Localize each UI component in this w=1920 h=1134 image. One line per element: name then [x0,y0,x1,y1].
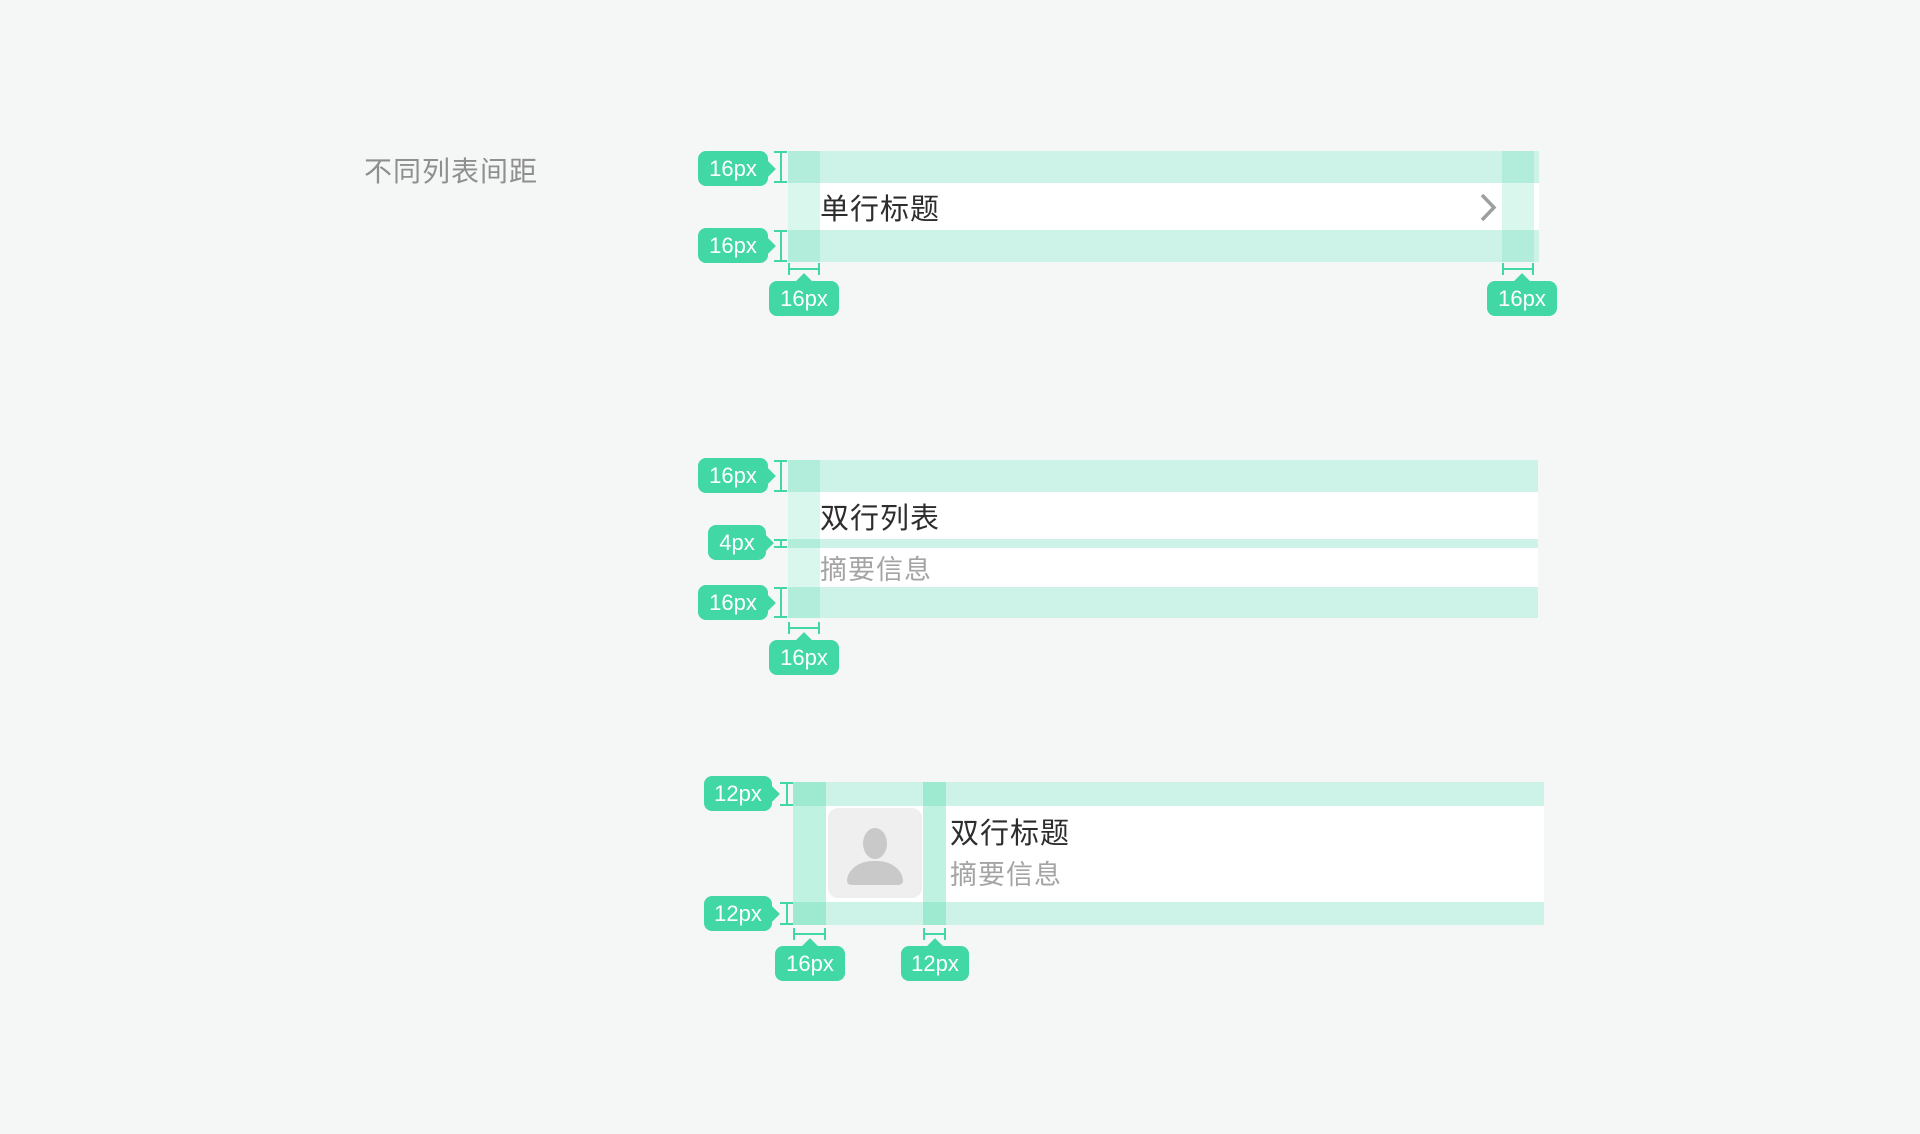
measurement-badge-bottom: 16px [698,228,776,263]
measurement-badge-top: 16px [698,458,776,493]
spacing-column-avatar-gap [923,782,946,925]
person-icon [863,828,887,859]
spacing-band-bottom [793,902,1544,925]
measurement-badge-avatar-gap: 12px [901,938,969,981]
measurement-badge-top: 16px [698,151,776,186]
badge-tail [756,592,776,613]
spacing-band-top [788,151,1539,183]
list-item-title-row: 双行列表 [788,492,1538,539]
badge-tail [754,532,774,553]
measurement-badge-left-margin: 16px [775,938,845,981]
measure-ruler-bottom [774,587,787,618]
badge-label: 4px [719,529,755,555]
list-item-title: 单行标题 [820,193,941,226]
measure-ruler-left-margin [788,263,820,275]
badge-tail [756,235,776,256]
badge-label: 12px [714,900,762,926]
measurement-badge-bottom: 16px [698,585,776,620]
measure-ruler-left-margin [788,622,820,634]
list-item-text-block: 双行标题 摘要信息 [950,812,1070,894]
spacing-column-left [788,151,820,262]
spacing-band-top [793,782,1544,806]
person-icon-shoulders [847,861,903,885]
avatar [828,808,922,898]
badge-tail [756,158,776,179]
badge-label: 12px [714,780,762,806]
spacing-column-left [788,460,820,618]
measure-ruler-bottom [780,902,793,925]
measurement-badge-between: 4px [708,525,774,560]
spacing-band-top [788,460,1538,492]
section-title: 不同列表间距 [364,156,539,187]
badge-label: 16px [709,232,757,258]
spacing-band-bottom [788,230,1539,262]
measure-ruler-top [774,460,787,492]
measurement-badge-left-margin: 16px [769,273,839,316]
badge-tail [760,783,780,804]
list-item-summary-row: 摘要信息 [788,548,1538,587]
spacing-band-bottom [788,587,1538,618]
measure-ruler-right-margin [1502,263,1534,275]
measurement-badge-top: 12px [704,776,780,811]
badge-tail [756,465,776,486]
list-item-title: 双行标题 [950,818,1071,850]
badge-tail [760,903,780,924]
list-item-title: 双行列表 [820,502,941,535]
badge-label: 16px [709,589,757,615]
measurement-badge-bottom: 12px [704,896,780,931]
badge-label: 16px [709,155,757,181]
list-item-summary: 摘要信息 [950,860,1062,890]
chevron-right-icon [1480,193,1497,222]
spacing-column-left [793,782,826,925]
measure-ruler-left-margin [793,928,826,940]
measure-ruler-top [774,151,787,183]
spacing-band-between [788,539,1538,548]
measurement-badge-right-margin: 16px [1487,273,1557,316]
measurement-badge-left-margin: 16px [769,632,839,675]
list-item-row: 单行标题 [788,183,1539,230]
list-item-row-with-avatar: 双行标题 摘要信息 [793,806,1544,902]
measure-ruler-top [780,782,793,806]
list-item-summary: 摘要信息 [820,555,932,585]
badge-label: 16px [709,462,757,488]
measure-ruler-between [774,539,787,548]
measure-ruler-avatar-gap [923,928,946,940]
spacing-column-right [1502,151,1534,262]
measure-ruler-bottom [774,230,787,262]
